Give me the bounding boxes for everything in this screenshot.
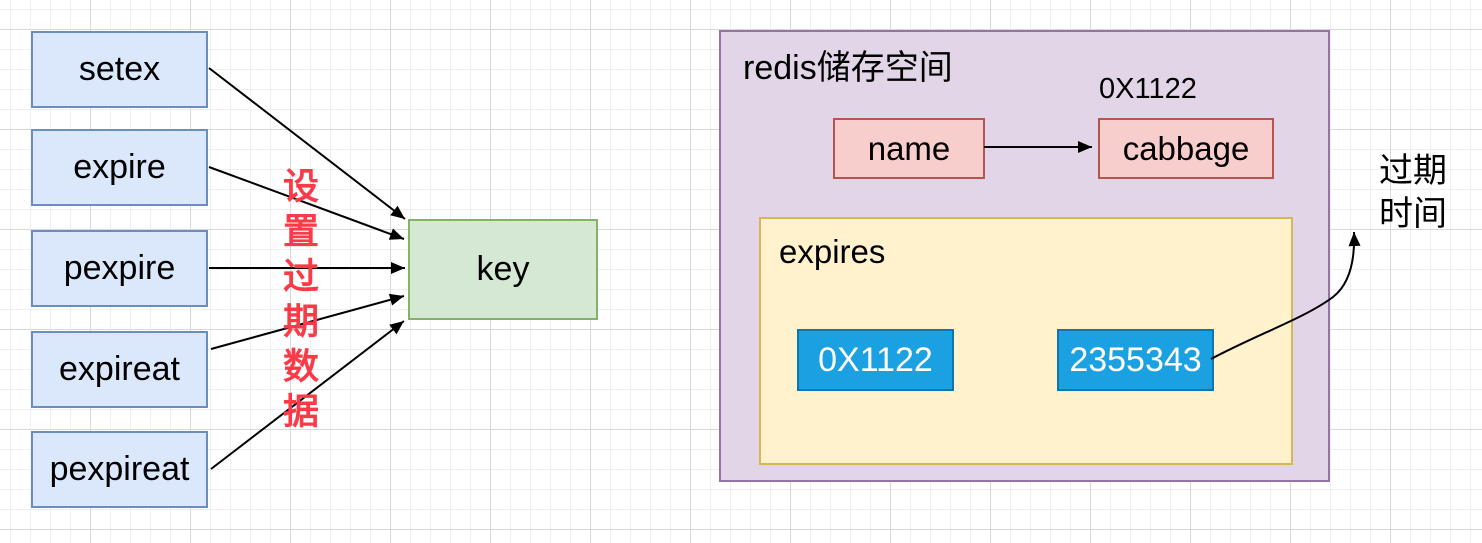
key-label: key [476,250,530,288]
set-expiration-annotation: 设置过期数据 [278,167,319,437]
command-label: pexpire [63,249,176,287]
command-box-pexpireat: pexpireat [31,431,208,508]
redis-space-title: redis储存空间 [743,49,953,87]
command-label: pexpireat [49,450,190,488]
command-box-pexpire: pexpire [31,230,208,307]
command-box-expireat: expireat [31,331,208,408]
key-name-cell: name [833,118,985,179]
expires-title: expires [779,233,886,270]
command-box-setex: setex [31,31,208,108]
command-label: expire [73,148,166,186]
expires-key-label: 0X1122 [818,340,933,379]
command-label: setex [78,50,161,88]
arrow-expireat-to-key [210,293,405,350]
arrow-expire-to-key [208,166,405,240]
expires-table: expires 0X1122 2355343 [759,217,1293,465]
arrow-setex-to-key [208,67,406,220]
key-value-label: cabbage [1122,129,1250,167]
key-value-cell: cabbage [1098,118,1274,179]
expires-value-entry: 2355343 [1057,329,1214,391]
key-box: key [408,219,598,320]
arrow-value-to-expire-time [1210,231,1361,360]
expires-key-entry: 0X1122 [797,329,954,391]
arrow-pexpireat-to-key [210,320,405,470]
expires-value-label: 2355343 [1069,340,1202,379]
command-label: expireat [59,350,180,388]
key-name-label: name [867,129,951,167]
expire-time-label: 过期时间 [1379,152,1447,233]
pointer-address-label: 0X1122 [1099,73,1197,105]
redis-storage-space: redis储存空间 0X1122 name cabbage expires 0X… [719,30,1330,482]
command-box-expire: expire [31,129,208,206]
